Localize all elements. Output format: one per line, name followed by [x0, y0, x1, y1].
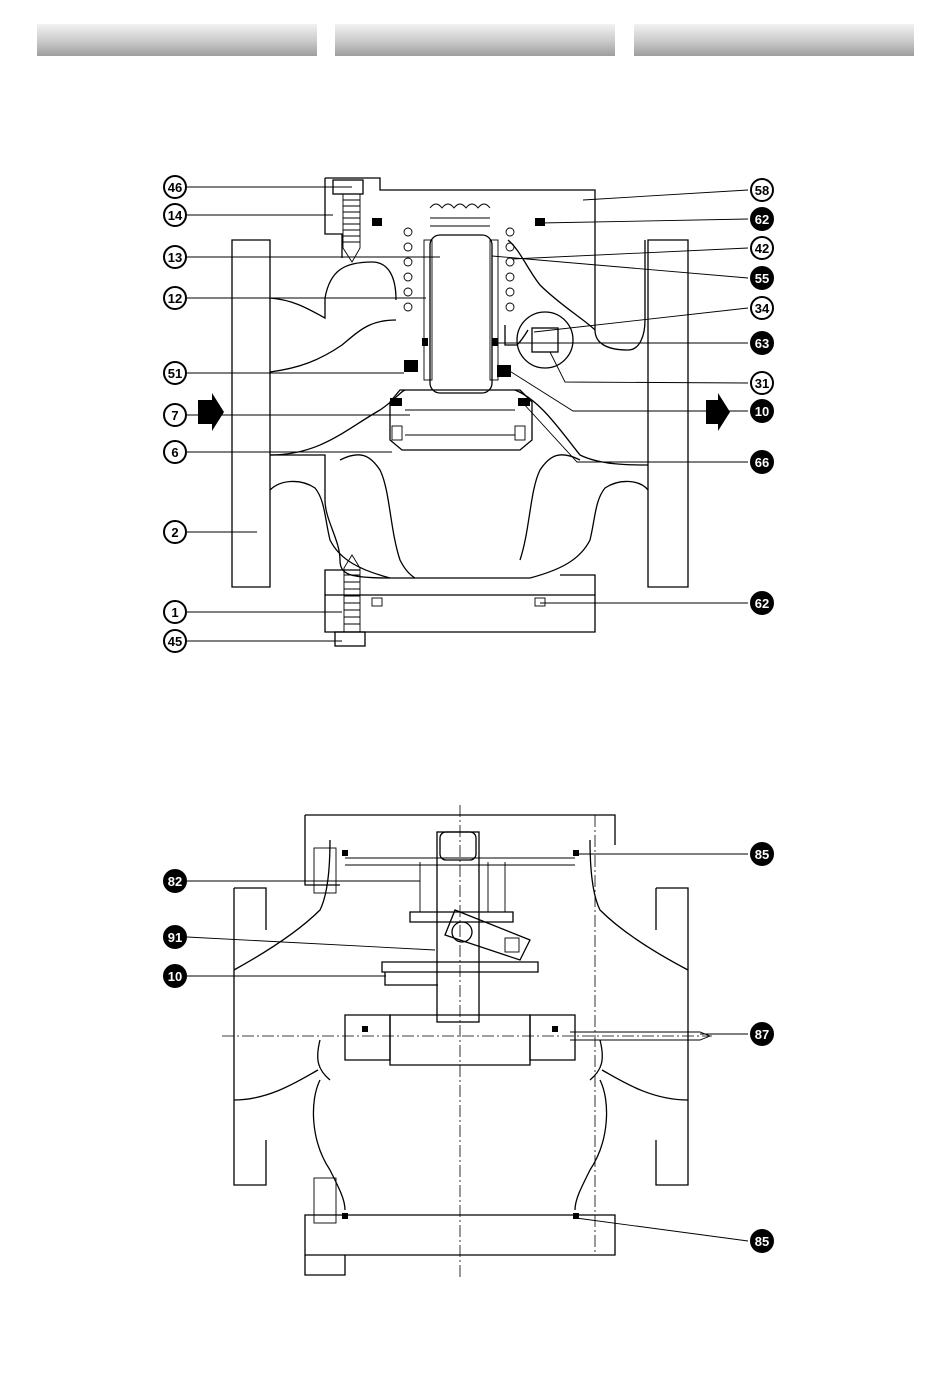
callout-87: 87: [750, 1022, 774, 1046]
callout-85-bottom: 85: [750, 1229, 774, 1253]
callout-62-lower: 62: [750, 591, 774, 615]
callout-55: 55: [750, 266, 774, 290]
callout-63: 63: [750, 331, 774, 355]
callout-13: 13: [163, 245, 187, 269]
callout-62: 62: [750, 207, 774, 231]
callout-31: 31: [750, 371, 774, 395]
callout-91: 91: [163, 925, 187, 949]
callout-12: 12: [163, 286, 187, 310]
callout-46: 46: [163, 175, 187, 199]
bottom-valve-cross-section: [222, 805, 712, 1280]
callout-42: 42: [750, 236, 774, 260]
callout-10-bottom: 10: [163, 964, 187, 988]
callout-14: 14: [163, 203, 187, 227]
callout-2: 2: [163, 520, 187, 544]
callout-58: 58: [750, 178, 774, 202]
callout-7: 7: [163, 403, 187, 427]
callout-45: 45: [163, 629, 187, 653]
callout-82: 82: [163, 869, 187, 893]
top-callouts: [187, 187, 748, 641]
callout-66: 66: [750, 450, 774, 474]
callout-85-top: 85: [750, 842, 774, 866]
callout-6: 6: [163, 440, 187, 464]
callout-34: 34: [750, 296, 774, 320]
callout-1: 1: [163, 600, 187, 624]
callout-10: 10: [750, 399, 774, 423]
top-valve-cross-section: [198, 178, 730, 646]
callout-51: 51: [163, 361, 187, 385]
